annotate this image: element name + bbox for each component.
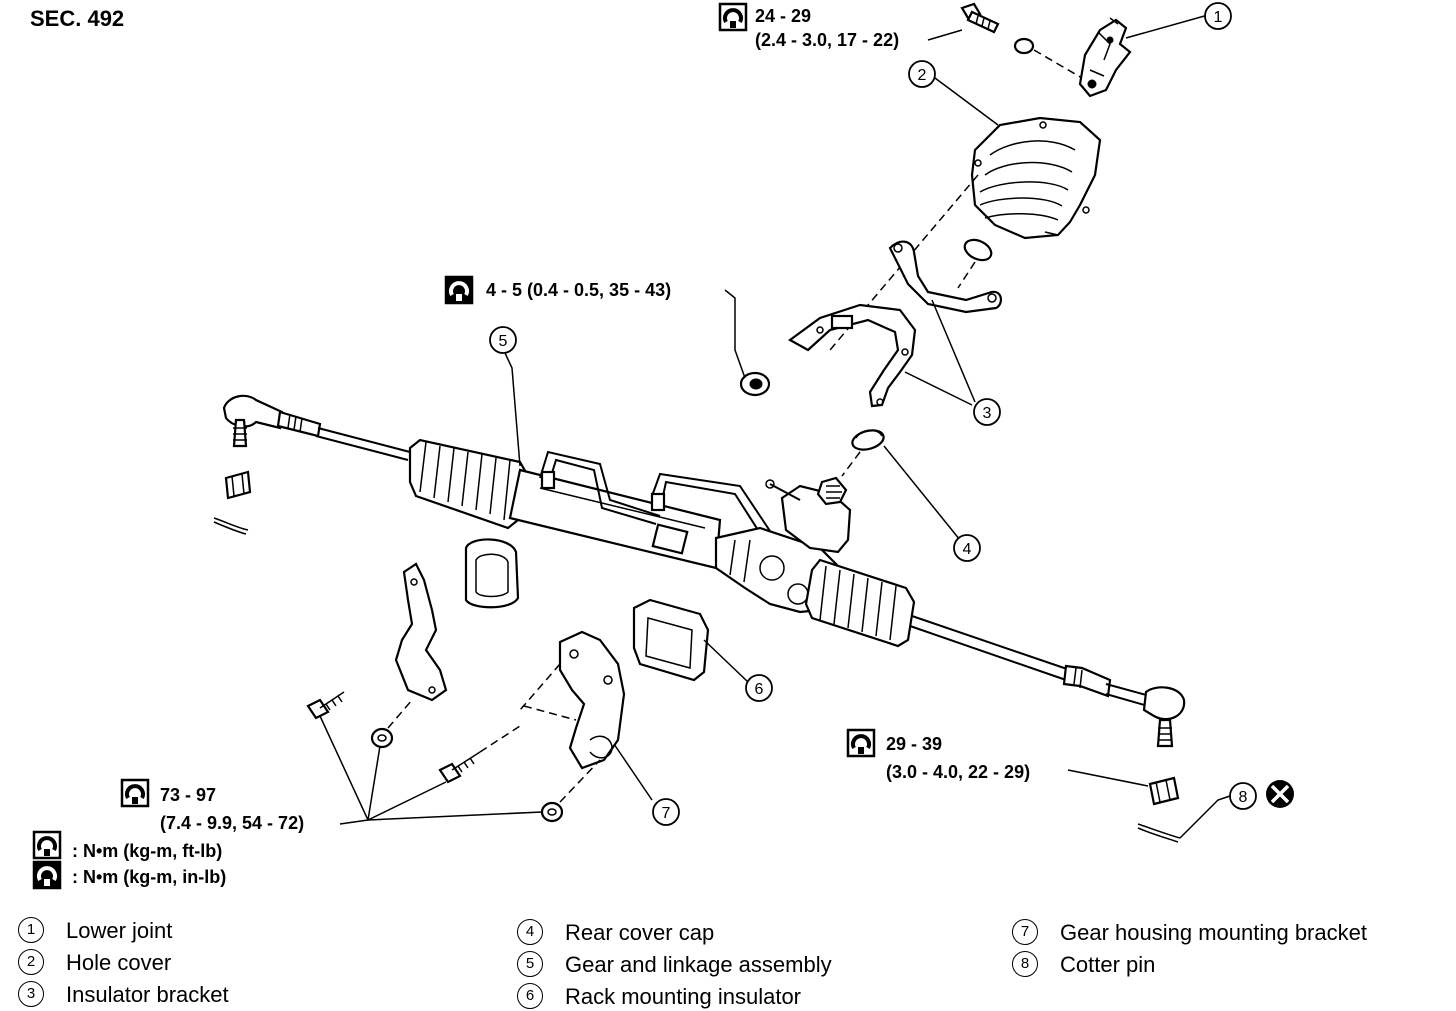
bolt-left-icon (306, 691, 345, 720)
svg-text:3: 3 (983, 405, 992, 422)
torque-3-line2: (3.0 - 4.0, 22 - 29) (886, 762, 1030, 782)
o-ring-icon (1013, 37, 1035, 55)
svg-text:2: 2 (918, 67, 927, 84)
torque-wrench-icon (718, 2, 748, 32)
callout-3: 3 (973, 398, 1001, 426)
torque-wrench-icon (846, 728, 876, 758)
rear-cover-cap-part (841, 429, 961, 541)
torque-wrench-icon (120, 778, 150, 808)
bolt-center-icon (438, 725, 521, 784)
callout-4: 4 (953, 534, 981, 562)
torque-4-line1: 73 - 97 (160, 785, 216, 805)
torque-1-line1: 24 - 29 (755, 6, 811, 26)
torque-wrench-solid-icon (32, 860, 62, 890)
callout-7: 7 (652, 798, 680, 826)
svg-text:1: 1 (1214, 9, 1223, 26)
castle-nut-right (1137, 776, 1231, 843)
torque-2-line1: 4 - 5 (0.4 - 0.5, 35 - 43) (486, 280, 671, 300)
gear-housing-bracket-part (519, 630, 653, 801)
torque-wrench-solid-icon (444, 275, 474, 305)
hole-cover-part (934, 77, 1102, 240)
left-mounting-bracket-part (394, 562, 448, 702)
torque-1-line2: (2.4 - 3.0, 17 - 22) (755, 30, 899, 50)
castle-nut-left (213, 470, 252, 535)
torque-spec-2: 4 - 5 (0.4 - 0.5, 35 - 43) (444, 275, 746, 379)
unit-inlb: : N•m (kg-m, in-lb) (72, 867, 226, 887)
insulator-bracket-part (787, 240, 1002, 408)
svg-text:8: 8 (1239, 789, 1248, 806)
always-replace-x-icon (1266, 780, 1294, 808)
torque-wrench-icon (32, 830, 62, 860)
callout-1: 1 (1204, 2, 1232, 30)
torque-4-line2: (7.4 - 9.9, 54 - 72) (160, 813, 304, 833)
gear-and-linkage-assembly (222, 394, 1186, 748)
unit-ftlb: : N•m (kg-m, ft-lb) (72, 841, 222, 861)
callout-5: 5 (489, 326, 521, 467)
callout-6: 6 (745, 674, 773, 702)
nut-left-icon (370, 699, 413, 749)
clamp-ring-part (963, 238, 993, 262)
torque-spec-4: 73 - 97 (7.4 - 9.9, 54 - 72) (120, 778, 304, 833)
torque-3-line1: 29 - 39 (886, 734, 942, 754)
callout-2: 2 (908, 60, 936, 88)
svg-text:6: 6 (755, 681, 764, 698)
bolt-icon (960, 2, 1000, 34)
nut-icon (739, 371, 771, 397)
svg-text:4: 4 (963, 541, 972, 558)
nut-center-icon (540, 759, 601, 823)
svg-text:5: 5 (499, 333, 508, 350)
lower-joint-part (1078, 14, 1209, 98)
section-title: SEC. 492 (30, 6, 124, 31)
svg-text:7: 7 (662, 805, 671, 822)
units-key: : N•m (kg-m, ft-lb) : N•m (kg-m, in-lb) (32, 830, 226, 890)
rack-mounting-insulator-part (464, 538, 749, 683)
callout-8: 8 (1229, 782, 1257, 810)
torque-spec-3: 29 - 39 (3.0 - 4.0, 22 - 29) (846, 728, 1149, 787)
torque-spec-1: 24 - 29 (2.4 - 3.0, 17 - 22) (718, 2, 963, 50)
